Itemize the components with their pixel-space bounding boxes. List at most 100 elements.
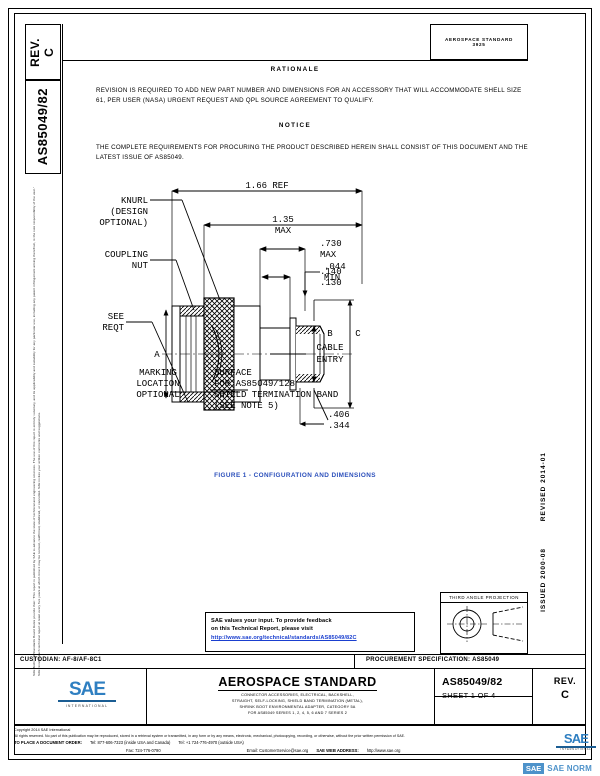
notice-body: THE COMPLETE REQUIREMENTS FOR PROCURING …: [96, 144, 528, 161]
feedback-line-1: SAE values your input. To provide feedba…: [211, 618, 332, 624]
footer: Copyright 2014 SAE International All rig…: [14, 728, 586, 755]
feedback-line-2: on this Technical Report, please visit: [211, 626, 313, 633]
footer-web[interactable]: http://www.sae.org: [366, 748, 401, 754]
footer-email[interactable]: Email: CustomerService@sae.org: [246, 748, 309, 754]
callout-cable-entry-l1: CABLE: [316, 343, 343, 353]
dim-body-length: 1.35: [272, 215, 294, 225]
tb-rule-2: [14, 668, 586, 669]
tb-div-logo: [146, 668, 147, 724]
dim-step-lo: .130: [320, 278, 342, 288]
sae-logo-mark: SAE: [68, 679, 106, 700]
callout-knurl-l3: OPTIONAL): [99, 218, 148, 228]
callout-knurl-l2: (DESIGN: [110, 207, 148, 217]
notice-heading: NOTICE: [278, 122, 312, 129]
standards-board-legal-notice: SAE Technical Standards Board Rules prov…: [32, 186, 41, 676]
sae-logo: SAE INTERNATIONAL: [44, 676, 130, 712]
callout-see-reqt-l2: REQT: [102, 323, 124, 333]
standard-title-cell: AEROSPACE STANDARD CONNECTOR ACCESSORIES…: [160, 673, 435, 717]
dim-shoulder-length: .730: [320, 239, 342, 249]
dim-step-hi: .140: [320, 267, 342, 277]
custodian-label: CUSTODIAN: AF-8/AF-8C1: [20, 657, 102, 663]
rationale-heading: RATIONALE: [270, 66, 320, 73]
callout-surface-l4: (SEE NOTE 5): [214, 401, 279, 411]
dim-band-min-note: MIN: [324, 273, 340, 283]
sheet-border-inner: [14, 13, 586, 755]
revised-date: REVISED 2014-01: [540, 452, 547, 522]
footer-sae-logo: SAE INTERNATIONAL: [556, 732, 596, 751]
document-number-cell: AS85049/82 SHEET 1 OF 4: [442, 676, 532, 700]
callout-marking-l1: MARKING: [139, 368, 177, 378]
callout-surface-l2: FOR AS85049/128: [214, 379, 295, 389]
revision-tab: REV. C: [25, 24, 61, 80]
dim-entry-lo: .344: [328, 421, 350, 431]
sheet-number: SHEET 1 OF 4: [442, 691, 496, 700]
letter-c: C: [355, 329, 361, 339]
footer-tel-outside: Tel: +1 724-776-4970 (outside USA): [178, 740, 244, 746]
document-number-tab-label: AS85049/82: [34, 88, 50, 166]
rationale-body: REVISION IS REQUIRED TO ADD NEW PART NUM…: [96, 87, 522, 104]
sheet-border-outer: [8, 8, 592, 760]
header-divider: [62, 60, 528, 61]
revision-value: C: [561, 689, 569, 701]
callout-marking-l3: OPTIONAL: [136, 390, 179, 400]
standard-title: AEROSPACE STANDARD: [218, 675, 377, 691]
sae-logo-bar: [58, 700, 116, 702]
content-panel: [62, 24, 528, 644]
dim-band-min: .044: [324, 262, 346, 272]
callout-cable-entry-l2: ENTRY: [316, 355, 344, 365]
callout-marking-l2: LOCATION: [136, 379, 179, 389]
document-number-tab: AS85049/82: [25, 80, 61, 174]
letter-b: B: [327, 329, 333, 339]
third-angle-projection-caption: THIRD ANGLE PROJECTION: [441, 593, 527, 603]
figure-caption: FIGURE 1 - CONFIGURATION AND DIMENSIONS: [214, 472, 376, 479]
revision-cell: REV. C: [538, 676, 592, 701]
feedback-url-link[interactable]: http://www.sae.org/technical/standards/A…: [211, 634, 357, 641]
callout-knurl-l1: KNURL: [121, 196, 148, 206]
aerospace-standard-box-line1: AEROSPACE STANDARD: [444, 37, 514, 42]
footer-rights: All rights reserved. No part of this pub…: [14, 733, 406, 738]
tb-left-edge: [14, 654, 15, 724]
letter-a: A: [154, 350, 160, 360]
callout-surface-l1: SURFACE: [214, 368, 252, 378]
watermark: SAE SAE NORM: [522, 763, 592, 774]
tb-div-cust: [354, 654, 355, 668]
watermark-text: SAE NORM: [547, 764, 592, 773]
procurement-spec-label: PROCUREMENT SPECIFICATION: AS85049: [366, 657, 500, 663]
aerospace-standard-box: AEROSPACE STANDARD 3925: [430, 24, 528, 60]
issued-date: ISSUED 2000-08: [540, 548, 547, 612]
revision-tab-label: REV. C: [28, 37, 56, 67]
tb-div-rev: [532, 668, 533, 724]
title-block: CUSTODIAN: AF-8/AF-8C1 PROCUREMENT SPECI…: [14, 654, 586, 755]
third-angle-projection-symbol: [447, 605, 524, 642]
callout-coupling-l2: NUT: [132, 261, 149, 271]
third-angle-projection-box: THIRD ANGLE PROJECTION: [440, 592, 528, 654]
dim-entry-hi: .406: [328, 410, 350, 420]
footer-order-label: TO PLACE A DOCUMENT ORDER:: [14, 740, 83, 746]
dim-overall-length: 1.66 REF: [245, 181, 288, 191]
revision-label: REV.: [553, 676, 577, 686]
tb-rule-3: [14, 724, 586, 726]
tb-div-sheet: [434, 696, 532, 697]
footer-sae-logo-subtitle: INTERNATIONAL: [560, 747, 592, 751]
aerospace-standard-box-line2: 3925: [472, 42, 486, 47]
footer-sae-logo-mark: SAE: [563, 731, 589, 746]
watermark-mark: SAE: [522, 763, 545, 774]
callout-see-reqt-l1: SEE: [108, 312, 124, 322]
document-number: AS85049/82: [442, 676, 503, 688]
sae-logo-subtitle: INTERNATIONAL: [65, 704, 109, 708]
footer-copyright: Copyright 2014 SAE International: [14, 728, 71, 732]
tb-right-edge: [585, 654, 586, 724]
dim-shoulder-length-note: MAX: [320, 250, 337, 260]
standard-description: CONNECTOR ACCESSORIES, ELECTRICAL, BACKS…: [231, 693, 364, 715]
feedback-box: SAE values your input. To provide feedba…: [205, 612, 415, 652]
tb-top-rule: [14, 654, 586, 655]
footer-tel-usa: Tel: 877-606-7323 (inside USA and Canada…: [90, 740, 171, 746]
figure-1-drawing: 1.66 REF 1.35 MAX .730 MAX .140 .130 .04…: [62, 176, 528, 506]
callout-coupling-l1: COUPLING: [105, 250, 148, 260]
dim-body-length-note: MAX: [275, 226, 292, 236]
footer-sae-logo-bar: [556, 746, 596, 748]
footer-fax: Fax: 724-776-0790: [126, 748, 161, 754]
connector-assembly-svg: 1.66 REF 1.35 MAX .730 MAX .140 .130 .04…: [99, 181, 363, 431]
footer-web-label: SAE WEB ADDRESS:: [316, 748, 359, 754]
